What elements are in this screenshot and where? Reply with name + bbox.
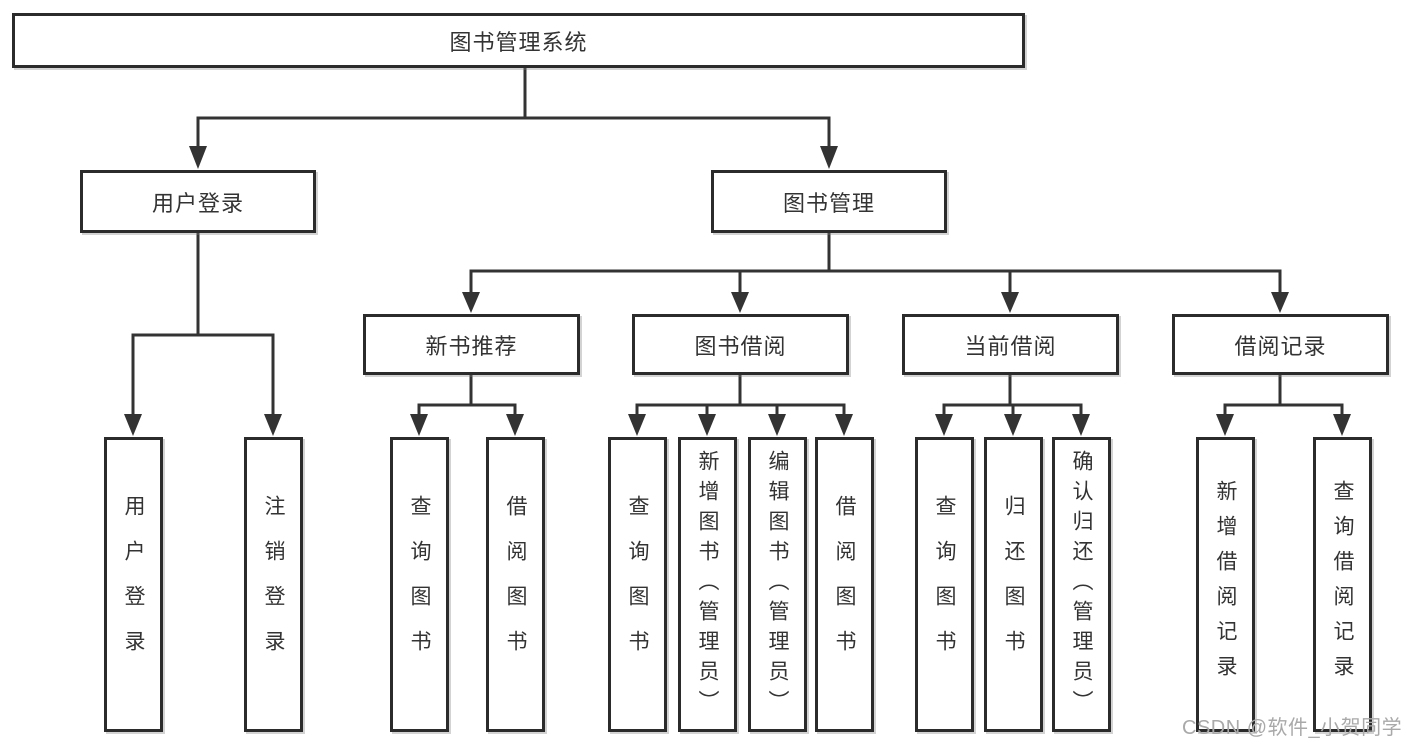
node-label: 新增借阅记录 (1214, 479, 1237, 690)
leaf-query-books-recommend: 查询图书 (390, 437, 449, 732)
leaf-edit-books-admin: 编辑图书（管理员） (748, 437, 807, 732)
node-label: 新书推荐 (425, 333, 518, 359)
node-label: 查询借阅记录 (1331, 479, 1354, 690)
node-label: 当前借阅 (964, 333, 1057, 359)
node-label: 图书管理 (782, 190, 875, 216)
leaf-query-books-current: 查询图书 (915, 437, 974, 732)
node-label: 归还图书 (1002, 494, 1025, 675)
node-new-book-recommend: 新书推荐 (363, 314, 580, 375)
leaf-query-borrow-record: 查询借阅记录 (1313, 437, 1372, 732)
node-label: 借阅图书 (504, 494, 527, 675)
node-label: 确认归还（管理员） (1070, 449, 1093, 720)
leaf-add-books-admin: 新增图书（管理员） (678, 437, 737, 732)
leaf-user-login: 用户登录 (104, 437, 163, 732)
node-label: 查询图书 (933, 494, 956, 675)
node-label: 查询图书 (626, 494, 649, 675)
node-label: 查询图书 (408, 494, 431, 675)
csdn-watermark: CSDN @软件_小贺同学 (1182, 717, 1403, 739)
node-label: 用户登录 (151, 190, 244, 216)
leaf-borrow-books: 借阅图书 (815, 437, 874, 732)
arrowhead-icons (124, 146, 1351, 436)
leaf-add-borrow-record: 新增借阅记录 (1196, 437, 1255, 732)
node-library-management-system: 图书管理系统 (12, 13, 1025, 68)
leaf-query-books-borrow: 查询图书 (608, 437, 667, 732)
node-current-borrow: 当前借阅 (902, 314, 1119, 375)
node-label: 编辑图书（管理员） (766, 449, 789, 720)
leaf-return-books: 归还图书 (984, 437, 1043, 732)
node-label: 图书管理系统 (449, 29, 588, 55)
leaf-borrow-books-recommend: 借阅图书 (486, 437, 545, 732)
node-label: 用户登录 (122, 494, 145, 675)
node-label: 借阅记录 (1234, 333, 1327, 359)
node-book-management: 图书管理 (711, 170, 947, 233)
node-label: 借阅图书 (833, 494, 856, 675)
node-user-login: 用户登录 (80, 170, 316, 233)
node-book-borrow: 图书借阅 (632, 314, 849, 375)
leaf-logout-login: 注销登录 (244, 437, 303, 732)
node-borrow-records: 借阅记录 (1172, 314, 1389, 375)
node-label: 新增图书（管理员） (696, 449, 719, 720)
node-label: 图书借阅 (694, 333, 787, 359)
node-label: 注销登录 (262, 494, 285, 675)
leaf-confirm-return-admin: 确认归还（管理员） (1052, 437, 1111, 732)
